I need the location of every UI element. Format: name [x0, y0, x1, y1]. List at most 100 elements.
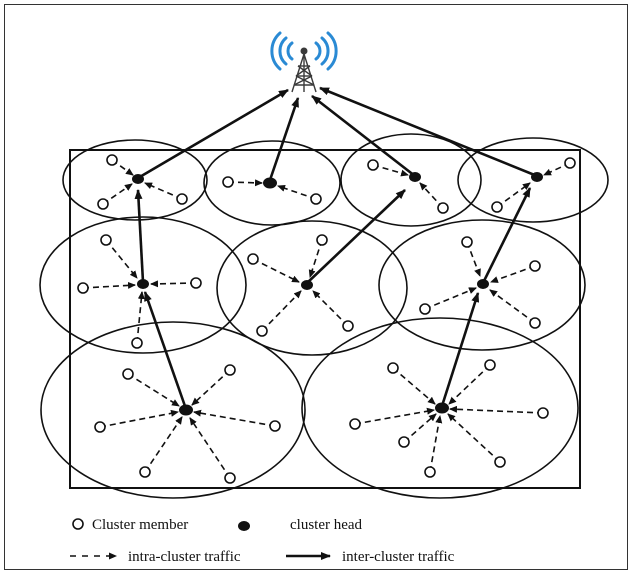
cluster-boundary: [340, 133, 482, 227]
intra-cluster-arrow: [193, 409, 276, 427]
intra-cluster-arrow: [144, 182, 183, 200]
intra-cluster-arrow: [429, 415, 443, 473]
cluster-member-node: [247, 253, 259, 265]
inter-cluster-arrow: [311, 94, 416, 178]
cluster-member-node: [491, 201, 503, 213]
cluster-boundary: [457, 137, 609, 223]
cluster-member-node: [190, 277, 202, 289]
cluster-member-node: [484, 359, 496, 371]
cluster-member-node: [316, 234, 328, 246]
sensing-field: [69, 149, 581, 489]
cluster-member-node: [342, 320, 354, 332]
cluster-boundary: [203, 140, 341, 226]
intra-cluster-arrow: [403, 413, 437, 443]
intra-cluster-arrow: [448, 364, 491, 405]
inter-cluster-arrow: [134, 189, 145, 283]
inter-cluster-arrow: [143, 291, 188, 410]
intra-cluster-arrow: [189, 417, 231, 479]
cluster-head-node: [132, 174, 144, 184]
inter-cluster-arrow: [137, 88, 289, 180]
cluster-member-node: [349, 418, 361, 430]
inter-cluster-links: [134, 86, 538, 410]
cluster-member-node: [367, 159, 379, 171]
cluster-boundary: [62, 139, 208, 221]
cluster-head-node: [137, 279, 149, 289]
intra-cluster-arrow: [449, 405, 544, 414]
cluster-member-node: [494, 456, 506, 468]
cluster-head-node: [477, 279, 489, 289]
cluster-boundary: [39, 216, 247, 354]
cluster-member-node: [122, 368, 134, 380]
cluster-boundaries: [39, 133, 609, 499]
cluster-head-node: [435, 402, 449, 414]
legend-head-label: cluster head: [290, 517, 363, 533]
cluster-member-node: [97, 198, 109, 210]
intra-cluster-arrow: [447, 413, 501, 463]
inter-cluster-arrow: [319, 86, 538, 178]
cluster-member-node: [100, 234, 112, 246]
legend-head-icon: [238, 521, 250, 531]
legend-member-icon: [72, 518, 84, 530]
cluster-boundary: [40, 321, 306, 499]
intra-cluster-arrow: [490, 265, 536, 283]
intra-cluster-arrow: [261, 290, 302, 332]
cluster-members: [77, 154, 576, 484]
cluster-member-node: [529, 260, 541, 272]
cluster-member-node: [222, 176, 234, 188]
base-station-icon: [270, 31, 338, 93]
cluster-member-node: [106, 154, 118, 166]
cluster-member-node: [387, 362, 399, 374]
intra-cluster-arrow: [308, 239, 323, 278]
cluster-member-node: [256, 325, 268, 337]
inter-cluster-arrow: [481, 187, 532, 284]
intra-cluster-arrow: [102, 183, 133, 205]
cluster-boundary: [301, 317, 579, 499]
inter-cluster-arrow: [440, 292, 480, 407]
cluster-member-node: [564, 157, 576, 169]
cluster-heads: [132, 172, 543, 416]
cluster-member-node: [461, 236, 473, 248]
intra-cluster-arrow: [489, 289, 536, 324]
intra-cluster-arrow: [354, 407, 435, 425]
cluster-boundary: [378, 219, 586, 351]
cluster-head-node: [263, 177, 277, 189]
cluster-member-node: [398, 436, 410, 448]
cluster-member-node: [77, 282, 89, 294]
intra-cluster-arrow: [150, 280, 197, 288]
inter-cluster-arrow: [306, 189, 406, 284]
intra-cluster-arrow: [424, 287, 477, 310]
intra-cluster-arrow: [144, 416, 183, 473]
intra-cluster-arrow: [312, 290, 349, 327]
legend-member-label: Cluster member: [92, 517, 188, 533]
intra-cluster-arrow: [466, 241, 481, 277]
intra-cluster-arrow: [105, 239, 138, 279]
cluster-member-node: [437, 202, 449, 214]
cluster-member-node: [310, 193, 322, 205]
cluster-member-node: [269, 420, 281, 432]
cluster-head-node: [301, 280, 313, 290]
intra-cluster-arrow: [191, 369, 231, 406]
legend: Cluster member cluster head intra-cluste…: [70, 517, 455, 565]
cluster-head-node: [531, 172, 543, 182]
legend-intra-label: intra-cluster traffic: [128, 549, 241, 565]
intra-cluster-arrow: [392, 367, 436, 405]
legend-inter-label: inter-cluster traffic: [342, 549, 455, 565]
intra-cluster-arrow: [99, 409, 179, 428]
cluster-boundary: [216, 220, 408, 356]
cluster-member-node: [94, 421, 106, 433]
cluster-head-node: [409, 172, 421, 182]
intra-cluster-arrow: [136, 291, 145, 344]
intra-cluster-arrow: [277, 184, 317, 200]
cluster-head-node: [179, 404, 193, 416]
inter-cluster-arrow: [268, 97, 300, 181]
intra-cluster-arrow: [496, 182, 531, 208]
intra-cluster-links: [82, 159, 571, 479]
cluster-member-node: [424, 466, 436, 478]
cluster-member-node: [224, 364, 236, 376]
cluster-member-node: [537, 407, 549, 419]
intra-cluster-arrow: [127, 373, 180, 407]
cluster-member-node: [131, 337, 143, 349]
cluster-member-node: [224, 472, 236, 484]
cluster-member-node: [139, 466, 151, 478]
